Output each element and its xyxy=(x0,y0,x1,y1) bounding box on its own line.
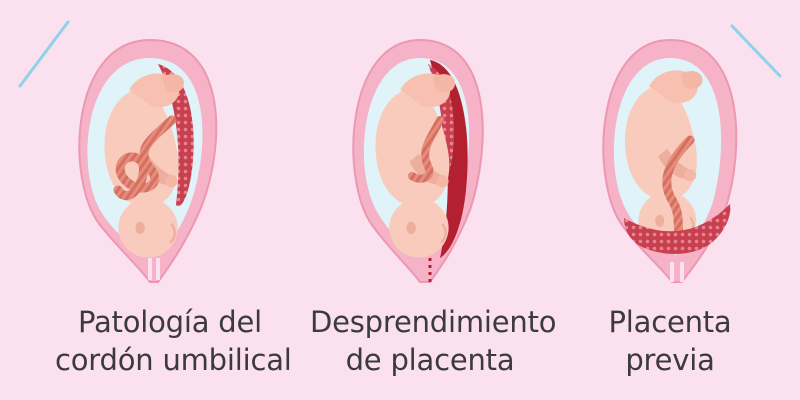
caption-umbilical-cord-pathology: Patología del cordón umbilical xyxy=(55,303,292,379)
caption-line: previa xyxy=(625,343,715,377)
umbilical-cord xyxy=(662,135,695,245)
placenta-previa-illustration xyxy=(602,38,738,283)
umbilical-cord xyxy=(113,115,177,201)
caption-line: cordón umbilical xyxy=(55,343,292,377)
caption-placenta-previa: Placenta previa xyxy=(590,303,750,379)
umbilical-cord xyxy=(408,116,444,183)
placenta xyxy=(158,64,194,207)
placenta xyxy=(624,204,731,254)
umbilical-cord-pathology-illustration xyxy=(78,38,218,283)
caption-line: de placenta xyxy=(345,343,515,377)
caption-line: Desprendimiento xyxy=(310,305,557,339)
caption-line: Placenta xyxy=(608,305,732,339)
cervix xyxy=(148,258,160,280)
placental-abruption-illustration xyxy=(352,38,484,283)
caption-line: Patología del xyxy=(77,305,263,339)
cervix xyxy=(670,262,684,282)
caption-placental-abruption: Desprendimiento de placenta xyxy=(310,303,557,379)
accent-line-right xyxy=(730,24,782,78)
accent-line-left xyxy=(18,20,70,88)
